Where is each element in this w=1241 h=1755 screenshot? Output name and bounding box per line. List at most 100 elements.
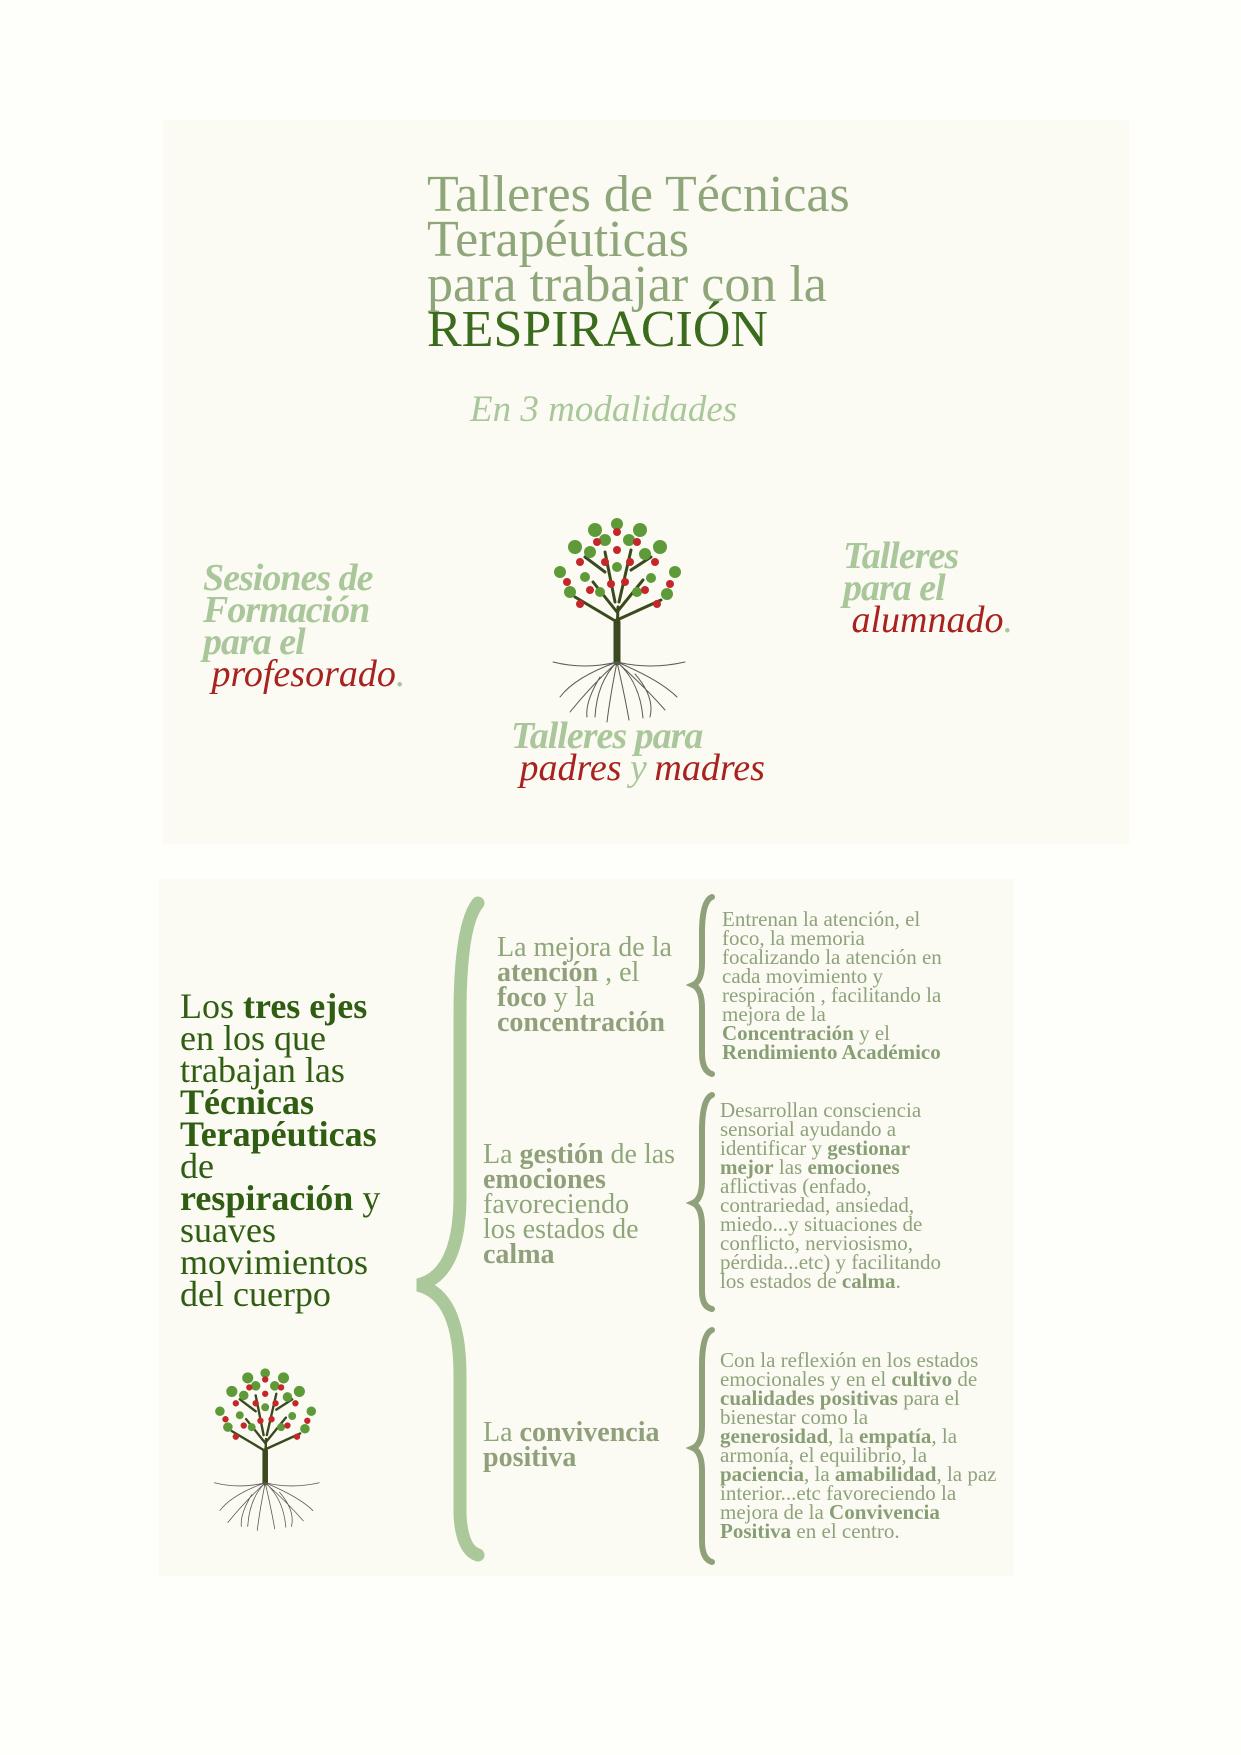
axes-panel: [159, 879, 1014, 1576]
text-line: aflictivas (enfado,: [720, 1174, 941, 1198]
text-line: foco, la memoria: [722, 928, 942, 949]
modality-dot: .: [1003, 599, 1013, 641]
text-segment: , el: [598, 957, 640, 988]
text-line: conflicto, nerviosismo,: [720, 1231, 941, 1255]
axis-title-emociones: La gestión de las emociones favoreciendo…: [483, 1139, 676, 1270]
emphasis-text: Terapéuticas: [180, 1114, 377, 1154]
emphasis-text: gestionar: [827, 1136, 911, 1160]
text-line: suaves: [180, 1212, 380, 1248]
text-line: los estados de: [483, 1214, 675, 1245]
text-line: favoreciendo: [483, 1191, 675, 1219]
text-line: identificar y gestionar: [720, 1136, 941, 1160]
emphasis-text: Positiva: [720, 1519, 792, 1543]
modality-text: para el: [843, 567, 946, 609]
emphasis-text: respiración: [180, 1178, 354, 1218]
text-segment: miedo...y situaciones de: [720, 1212, 923, 1236]
text-segment: La mejora de la: [497, 932, 672, 963]
text-segment: , la: [828, 1424, 860, 1448]
text-segment: mejora de la: [722, 1002, 826, 1026]
text-segment: en los que: [180, 1018, 326, 1058]
emphasis-text: calma: [483, 1239, 555, 1270]
text-segment: del cuerpo: [180, 1274, 331, 1314]
emphasis-text: calma: [841, 1269, 896, 1293]
text-segment: bienestar como la: [720, 1405, 869, 1429]
emphasis-text: gestión: [519, 1139, 604, 1170]
text-line: armonía, el equilibrio, la: [720, 1443, 997, 1467]
emphasis-text: Concentración: [722, 1021, 854, 1045]
text-segment: aflictivas (enfado,: [720, 1174, 872, 1198]
text-line: concentración: [497, 1009, 672, 1037]
modality-dot: .: [395, 653, 405, 695]
text-segment: pérdida...etc) y facilitando: [720, 1250, 941, 1274]
modality-text: Formación: [203, 589, 370, 631]
emphasis-text: emociones: [483, 1164, 606, 1195]
text-segment: para el: [897, 1386, 960, 1410]
modality-highlight: padres: [519, 747, 622, 789]
tree-illustration: [545, 512, 691, 722]
text-line: trabajan las: [180, 1052, 380, 1088]
text-segment: emocionales y en el: [720, 1367, 892, 1391]
text-line: respiración y: [180, 1180, 380, 1216]
modality-alumnado: Talleres para el alumnado.: [843, 535, 1013, 639]
text-segment: La: [483, 1417, 520, 1448]
modality-highlight: profesorado: [211, 653, 396, 695]
text-segment: , la: [804, 1462, 835, 1486]
text-line: La gestión de las: [483, 1139, 676, 1170]
text-segment: , la paz: [936, 1462, 997, 1486]
axis-title-atencion: La mejora de la atención , el foco y la …: [497, 932, 672, 1037]
text-line: paciencia, la amabilidad, la paz: [720, 1462, 997, 1486]
text-line: contrariedad, ansiedad,: [720, 1195, 941, 1216]
emphasis-text: Rendimiento Académico: [722, 1040, 941, 1064]
emphasis-text: foco: [497, 982, 547, 1013]
title-line: Talleres de Técnicas: [427, 166, 850, 223]
emphasis-text: positiva: [483, 1442, 577, 1473]
text-line: los estados de calma.: [720, 1269, 941, 1293]
text-segment: y el: [853, 1021, 890, 1045]
emphasis-text: Convivencia: [829, 1500, 940, 1524]
text-segment: en el centro.: [791, 1519, 900, 1543]
modality-text: para el: [203, 621, 306, 663]
subtitle: En 3 modalidades: [470, 389, 738, 430]
text-line: Desarrollan consciencia: [720, 1098, 941, 1122]
text-line: mejora de la Convivencia: [720, 1500, 997, 1524]
modality-text: Talleres: [843, 535, 959, 577]
text-line: cada movimiento y: [722, 964, 942, 988]
text-segment: Los: [180, 986, 243, 1026]
text-line: Entrenan la atención, el: [722, 909, 942, 930]
title-line: Terapéuticas: [427, 211, 689, 268]
text-line: Los tres ejes: [180, 988, 380, 1024]
text-segment: de: [180, 1146, 214, 1186]
text-segment: .: [895, 1269, 901, 1293]
text-line: mejora de la: [722, 1002, 942, 1026]
text-line: Con la reflexión en los estados: [720, 1348, 997, 1372]
text-line: positiva: [483, 1442, 660, 1473]
text-segment: Desarrollan consciencia: [720, 1098, 922, 1122]
header-panel: [163, 120, 1129, 844]
text-segment: conflicto, nerviosismo,: [720, 1231, 914, 1255]
emphasis-text: convivencia: [519, 1417, 660, 1448]
tree-illustration-small: [208, 1362, 324, 1532]
text-segment: las: [773, 1155, 808, 1179]
text-segment: armonía, el equilibrio, la: [720, 1443, 928, 1467]
modality-text: Sesiones de: [203, 557, 374, 599]
text-segment: Con la reflexión en los estados: [720, 1348, 979, 1372]
title-line: para trabajar con la: [427, 256, 827, 313]
emphasis-text: cualidades positivas: [720, 1386, 898, 1410]
text-line: calma: [483, 1239, 675, 1270]
brace-icon: [685, 1327, 715, 1565]
modality-padres: Talleres para padres y madres: [511, 717, 765, 787]
text-segment: trabajan las: [180, 1050, 345, 1090]
text-line: del cuerpo: [180, 1276, 380, 1312]
text-segment: los estados de: [483, 1214, 639, 1245]
large-brace-icon: [416, 896, 485, 1562]
text-segment: sensorial ayudando a: [720, 1117, 897, 1141]
emphasis-text: atención: [497, 957, 599, 988]
text-segment: La: [483, 1139, 520, 1170]
text-segment: de las: [603, 1139, 676, 1170]
text-segment: y: [353, 1178, 381, 1218]
text-segment: cada movimiento y: [722, 964, 883, 988]
emphasis-text: empatía: [859, 1424, 932, 1448]
